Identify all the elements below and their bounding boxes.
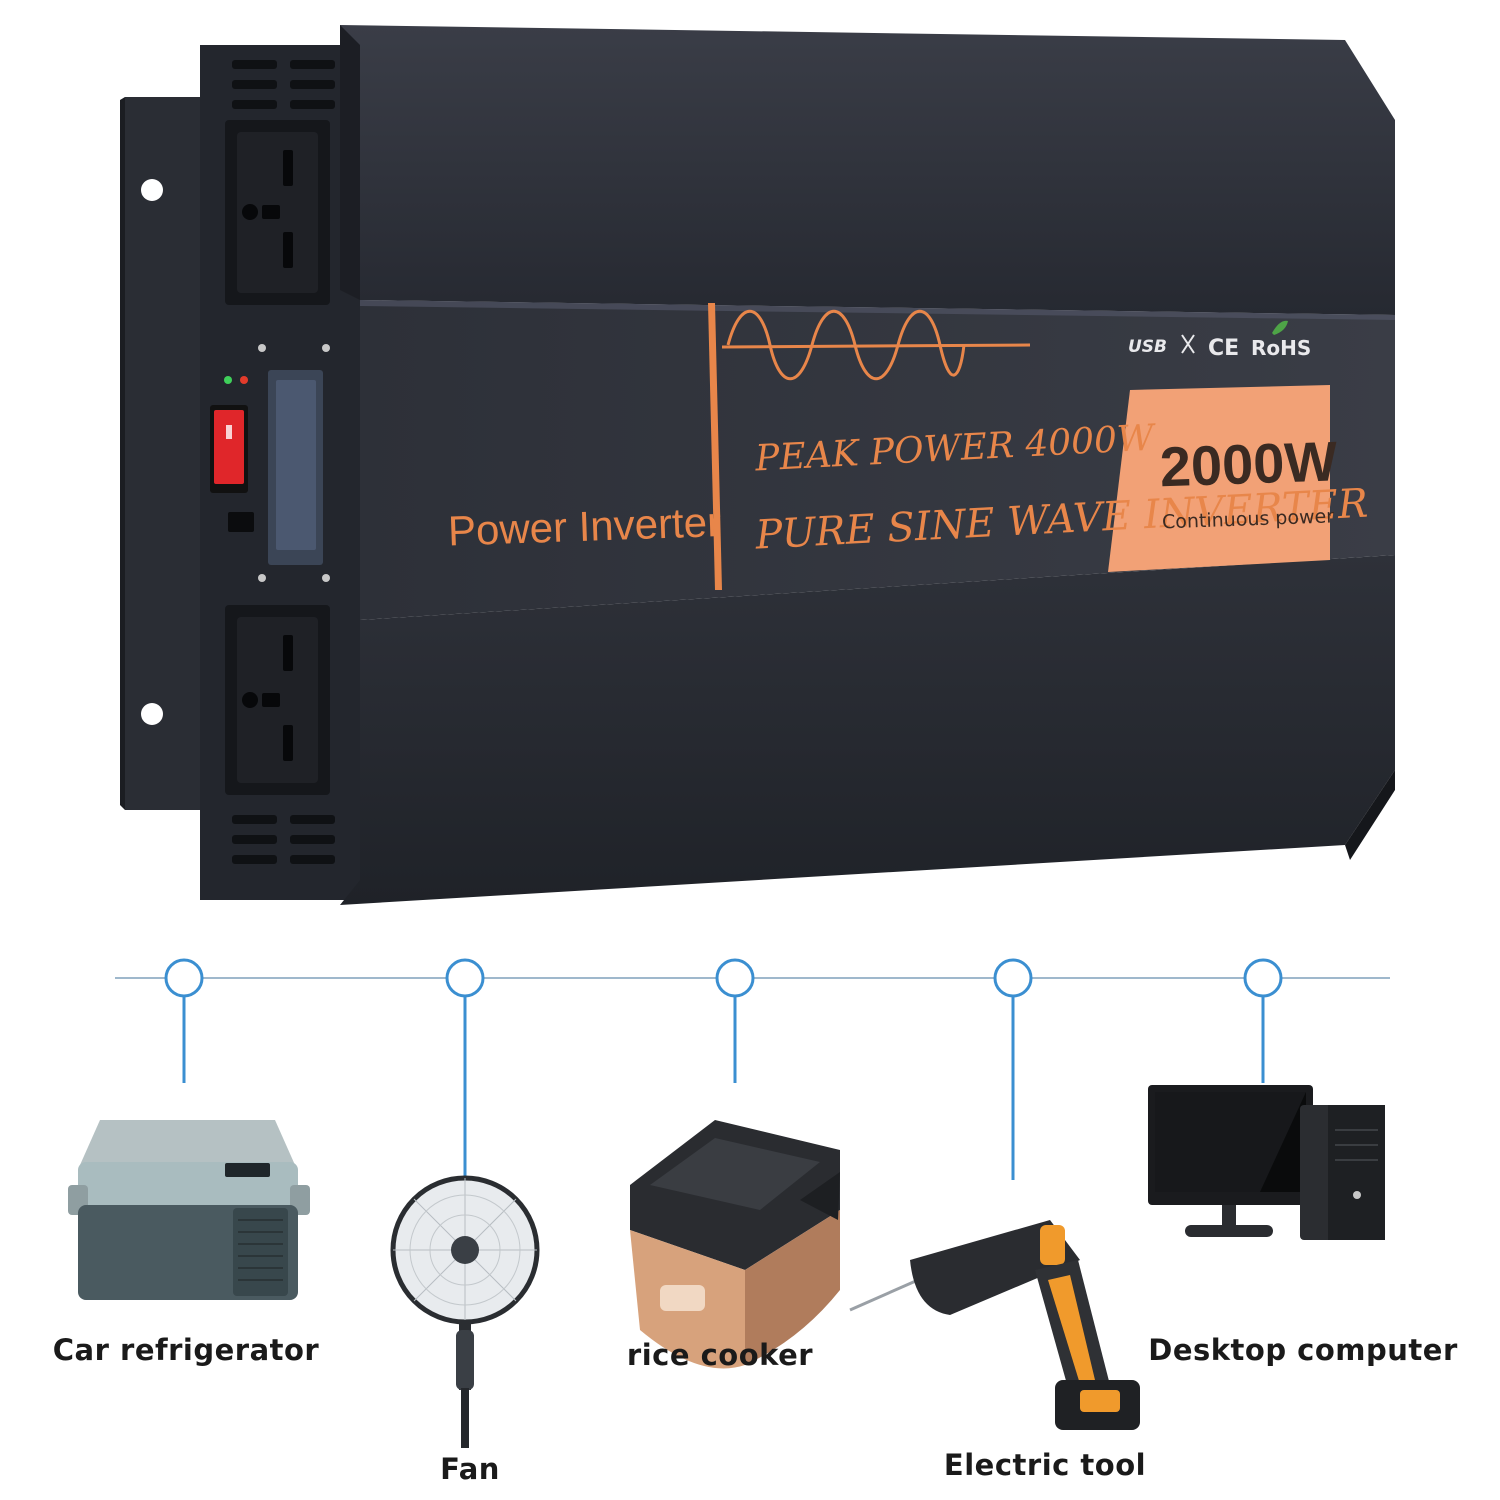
power-inverter-image: Power Inverter PEAK POWER 4000W PURE SIN… bbox=[120, 25, 1395, 905]
status-led-green bbox=[224, 376, 232, 384]
status-led-red bbox=[240, 376, 248, 384]
car-refrigerator-icon bbox=[68, 1120, 310, 1300]
timeline-node bbox=[164, 958, 204, 998]
device-label-electric-tool: Electric tool bbox=[943, 1448, 1147, 1482]
vent-slots bbox=[232, 60, 335, 864]
timeline-node bbox=[715, 958, 755, 998]
desktop-computer-icon bbox=[1148, 1085, 1385, 1240]
device-label-rice-cooker: rice cooker bbox=[626, 1338, 814, 1372]
device-label-car-refrigerator: Car refrigerator bbox=[52, 1333, 320, 1367]
timeline-node bbox=[993, 958, 1033, 998]
usb-port bbox=[228, 512, 254, 532]
timeline-node bbox=[1243, 958, 1283, 998]
timeline-node bbox=[445, 958, 485, 998]
sine-wave-icon bbox=[721, 310, 1031, 380]
rohs-icon: RoHS bbox=[1251, 336, 1311, 360]
power-badge bbox=[1108, 385, 1330, 572]
mounting-hole bbox=[141, 703, 163, 725]
ac-socket-icon bbox=[225, 120, 330, 305]
fan-icon bbox=[390, 1175, 540, 1448]
compatible-devices-timeline bbox=[68, 958, 1390, 1448]
rice-cooker-icon bbox=[630, 1120, 840, 1369]
device-label-fan: Fan bbox=[440, 1452, 500, 1486]
divider-line bbox=[708, 303, 722, 590]
ac-socket-icon bbox=[225, 605, 330, 795]
housing-top bbox=[340, 25, 1395, 315]
housing-bottom bbox=[340, 555, 1395, 905]
certification-marks: USB CE RoHS bbox=[1128, 320, 1311, 361]
product-label-power-inverter: Power Inverter bbox=[447, 498, 722, 555]
usb-icon: USB bbox=[1128, 337, 1167, 357]
ce-mark-icon: CE bbox=[1208, 336, 1239, 361]
device-label-desktop-computer: Desktop computer bbox=[1148, 1333, 1458, 1367]
mounting-flange bbox=[125, 97, 200, 810]
mounting-hole bbox=[141, 179, 163, 201]
weee-icon bbox=[1181, 334, 1195, 354]
electric-drill-icon bbox=[849, 1220, 1140, 1430]
leaf-icon bbox=[1272, 320, 1288, 335]
badge-wattage: 2000W bbox=[1159, 429, 1339, 498]
